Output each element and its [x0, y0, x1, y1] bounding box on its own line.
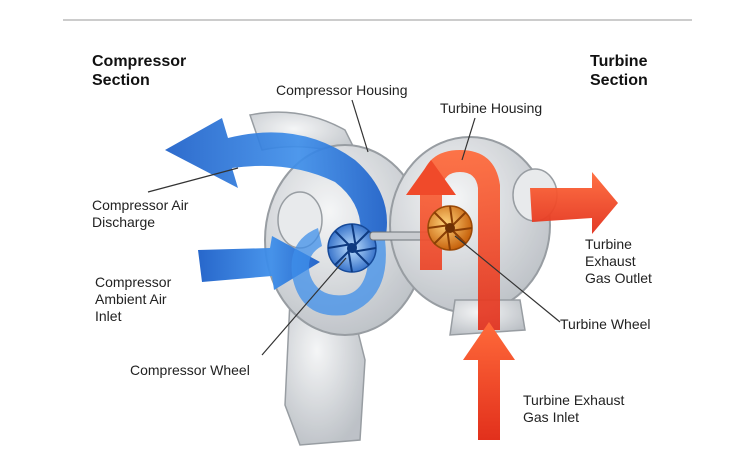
leader-turbine-wheel — [454, 235, 561, 323]
turbine-loop-arrowhead — [406, 160, 456, 195]
compressor-air-discharge-arrow — [165, 118, 387, 240]
label-turbine-exhaust-gas-outlet: Turbine Exhaust Gas Outlet — [585, 236, 652, 286]
turbine-section-heading: Turbine Section — [590, 53, 648, 89]
turbine-exhaust-gas-outlet-arrow — [530, 172, 618, 234]
compressor-wheel — [327, 223, 377, 273]
label-turbine-housing: Turbine Housing — [440, 100, 543, 116]
turbine-exhaust-gas-inlet-arrow — [463, 322, 515, 440]
leader-compressor-wheel — [261, 257, 347, 356]
leader-compressor-housing — [351, 99, 369, 153]
label-compressor-ambient-air-inlet: Compressor Ambient Air Inlet — [95, 274, 172, 324]
compressor-section-heading: Compressor Section — [92, 53, 187, 89]
label-compressor-air-discharge: Compressor Air Discharge — [92, 197, 189, 230]
leader-compressor-air-discharge — [147, 167, 239, 193]
label-turbine-wheel: Turbine Wheel — [560, 316, 651, 332]
label-compressor-wheel: Compressor Wheel — [130, 362, 250, 378]
leader-turbine-housing — [461, 117, 476, 161]
compressor-ambient-air-inlet-arrow — [198, 236, 320, 290]
label-turbine-exhaust-gas-inlet: Turbine Exhaust Gas Inlet — [523, 392, 625, 425]
label-compressor-housing: Compressor Housing — [276, 82, 408, 98]
leader-lines — [147, 99, 561, 356]
turbine-wheel — [427, 205, 473, 251]
